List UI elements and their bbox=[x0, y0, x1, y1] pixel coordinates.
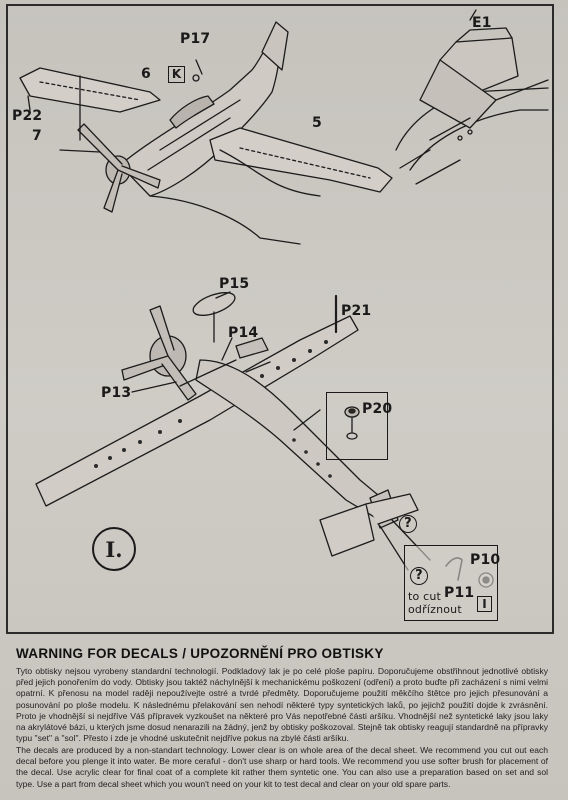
callout-6: 6 bbox=[141, 66, 151, 82]
callout-e1: E1 bbox=[472, 15, 492, 31]
callout-5: 5 bbox=[312, 115, 322, 131]
callout-p14: P14 bbox=[228, 325, 259, 341]
callout-p22: P22 bbox=[12, 108, 43, 124]
step-number-badge: I. bbox=[92, 527, 136, 571]
main-aircraft-drawing bbox=[35, 291, 431, 571]
p20-detail-drawing bbox=[344, 406, 360, 440]
callout-p10: P10 bbox=[470, 552, 501, 568]
callout-p15: P15 bbox=[219, 276, 250, 292]
diagram-frame bbox=[6, 4, 554, 634]
question-icon-small: ? bbox=[410, 567, 428, 585]
question-icon: ? bbox=[399, 515, 417, 533]
cockpit-detail-drawing bbox=[395, 9, 549, 185]
to-cut-label: to cut bbox=[408, 590, 442, 603]
callout-p11: P11 bbox=[444, 585, 475, 601]
warning-czech-text: Tyto obtisky nejsou vyrobeny standardní … bbox=[16, 666, 548, 744]
callout-p17: P17 bbox=[180, 31, 211, 47]
callout-p21: P21 bbox=[341, 303, 372, 319]
top-aircraft-drawing bbox=[19, 21, 393, 245]
warning-title: WARNING FOR DECALS / UPOZORNĚNÍ PRO OBTI… bbox=[16, 646, 384, 661]
callout-p13: P13 bbox=[101, 385, 132, 401]
warning-english-text: The decals are produced by a non-standar… bbox=[16, 745, 548, 789]
callout-7: 7 bbox=[32, 128, 42, 144]
callout-k-marker: K bbox=[168, 66, 185, 83]
callout-i-marker: I bbox=[477, 596, 492, 612]
odriznout-label: odříznout bbox=[408, 603, 462, 616]
p20-detail-box bbox=[326, 392, 388, 460]
callout-p20: P20 bbox=[362, 401, 393, 417]
